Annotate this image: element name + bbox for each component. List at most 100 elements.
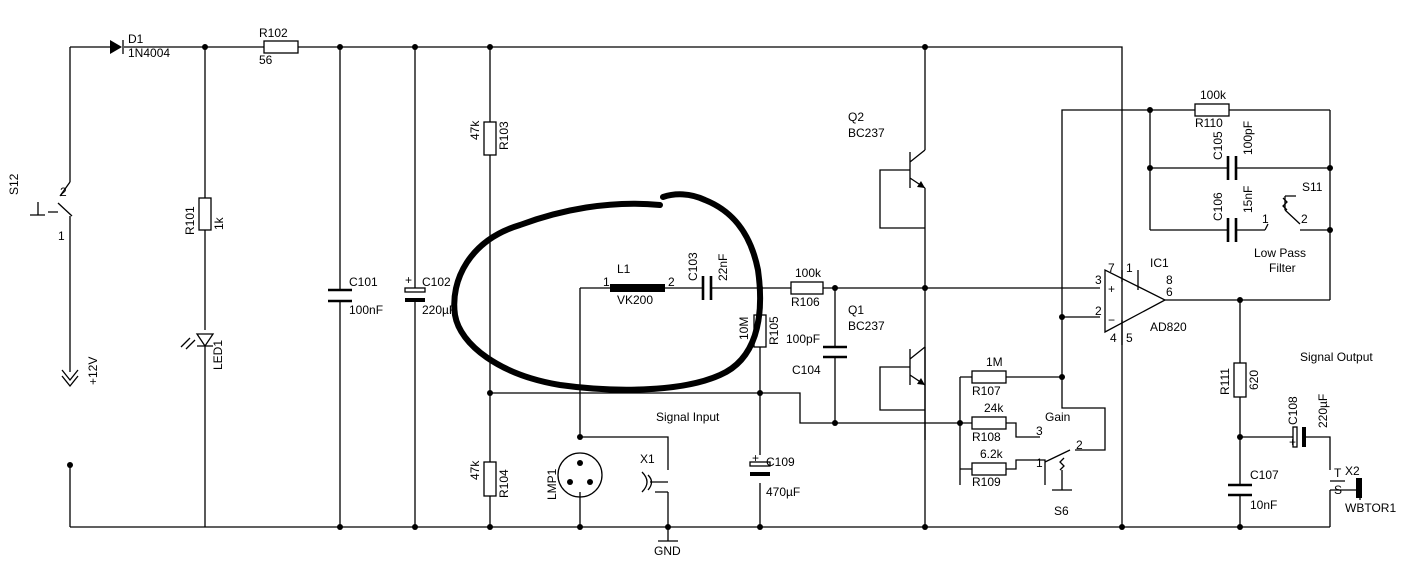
d1-value: 1N4004 [128,46,170,60]
r110-value: 100k [1200,88,1227,102]
c103-ref: C103 [686,252,700,281]
r106-ref: R106 [791,295,820,309]
r102-ref: R102 [259,26,288,40]
r103-ref: R103 [497,121,511,150]
low-pass-label-1: Low Pass [1254,246,1306,260]
c107-ref: C107 [1250,468,1279,482]
s6-pin3: 3 [1036,424,1043,438]
inductor-l1: L1 VK200 1 2 [603,262,675,307]
gnd-label: GND [654,544,681,558]
transistor-q1: Q1 BC237 [848,303,926,386]
capacitor-c107: C107 10nF [1228,468,1279,512]
resistor-r101: R101 1k [183,197,226,235]
led1-ref: LED1 [211,340,225,370]
switch-s12: S12 1 2 [7,173,73,243]
ic1-pin1: 1 [1126,261,1133,275]
c102-polarity: + [405,273,412,287]
l1-pin1: 1 [603,275,610,289]
c106-value: 15nF [1241,186,1255,213]
ic1-pin8: 8 [1166,273,1173,287]
capacitor-c103: C103 22nF [686,252,730,300]
r111-value: 620 [1247,370,1261,390]
ic1-pin2: 2 [1095,304,1102,318]
capacitor-c104: 100pF C104 [786,332,847,377]
connector-lmp1: LMP1 [545,452,603,500]
l1-pin2: 2 [668,275,675,289]
l1-value: VK200 [617,293,653,307]
r103-value: 47k [468,120,482,140]
supply-label: +12V [86,357,100,385]
led-led1: LED1 [180,333,225,370]
ic1-minus: − [1108,313,1115,327]
c102-ref: C102 [422,275,451,289]
signal-input-label: Signal Input [656,410,720,424]
ic1-value: AD820 [1150,320,1187,334]
r101-value: 1k [212,216,226,230]
r105-value: 10M [737,317,751,340]
c107-value: 10nF [1250,498,1277,512]
capacitor-c108: + C108 220µF [1286,394,1330,449]
gain-label: Gain [1045,410,1070,424]
c109-value: 470µF [766,485,800,499]
q1-value: BC237 [848,319,885,333]
transistor-q2: Q2 BC237 [848,110,926,189]
supply-12v: +12V [61,357,100,388]
signal-output-label: Signal Output [1300,350,1373,364]
c101-value: 100nF [349,303,383,317]
low-pass-label-2: Filter [1269,261,1296,275]
ic1-pin7: 7 [1108,261,1115,275]
r101-ref: R101 [183,206,197,235]
ic1-pin4: 4 [1110,331,1117,345]
ic1-ref: IC1 [1150,256,1169,270]
s12-pin1: 1 [58,229,65,243]
r104-ref: R104 [497,469,511,498]
resistor-r108: 24k R108 [971,401,1007,444]
lmp1-ref: LMP1 [545,468,559,500]
c104-ref: C104 [792,363,821,377]
x2-value: WBTOR1 [1345,501,1396,515]
q1-ref: Q1 [848,303,864,317]
c106-ref: C106 [1211,192,1225,221]
ic1-pin6: 6 [1166,285,1173,299]
c105-ref: C105 [1211,131,1225,160]
diode-d1: D1 1N4004 [110,32,170,60]
r107-value: 1M [986,355,1003,369]
ic1-pin3: 3 [1095,273,1102,287]
capacitor-c102: + C102 220µF [404,273,456,317]
x2-pin-s: S [1334,483,1342,497]
s11-ref: S11 [1302,180,1323,194]
s6-pin1: 1 [1036,456,1043,470]
s6-ref: S6 [1054,504,1069,518]
wires [69,46,1331,542]
c103-value: 22nF [716,254,730,281]
resistor-r106: 100k R106 [790,266,824,309]
r106-value: 100k [795,266,822,280]
hand-drawn-circle-annotation [451,191,764,393]
q2-value: BC237 [848,126,885,140]
capacitor-c106: C106 15nF [1211,186,1255,242]
capacitor-c105: C105 100pF [1211,121,1255,180]
c108-value: 220µF [1316,394,1330,428]
x2-pin-t: T [1334,466,1342,480]
s12-ref: S12 [7,173,21,195]
junction-dots [67,44,1333,530]
r111-ref: R111 [1218,368,1232,395]
x1-ref: X1 [640,452,655,466]
ic1-plus: + [1108,282,1115,296]
resistor-r102: R102 56 [259,26,299,67]
capacitor-c109: + C109 470µF [749,451,800,499]
c104-value: 100pF [786,332,820,346]
c109-polarity: + [752,451,759,465]
resistor-r104: 47k R104 [468,460,511,498]
q2-ref: Q2 [848,110,864,124]
connector-x1: X1 [640,452,668,493]
s6-pin2: 2 [1076,438,1083,452]
c101-ref: C101 [349,275,378,289]
c102-value: 220µF [422,303,456,317]
r108-value: 24k [984,401,1004,415]
c108-polarity: + [1289,435,1296,449]
s12-pin2: 2 [60,185,67,199]
s11-pin1: 1 [1262,212,1269,226]
resistor-r109: 6.2k R109 [971,447,1007,489]
